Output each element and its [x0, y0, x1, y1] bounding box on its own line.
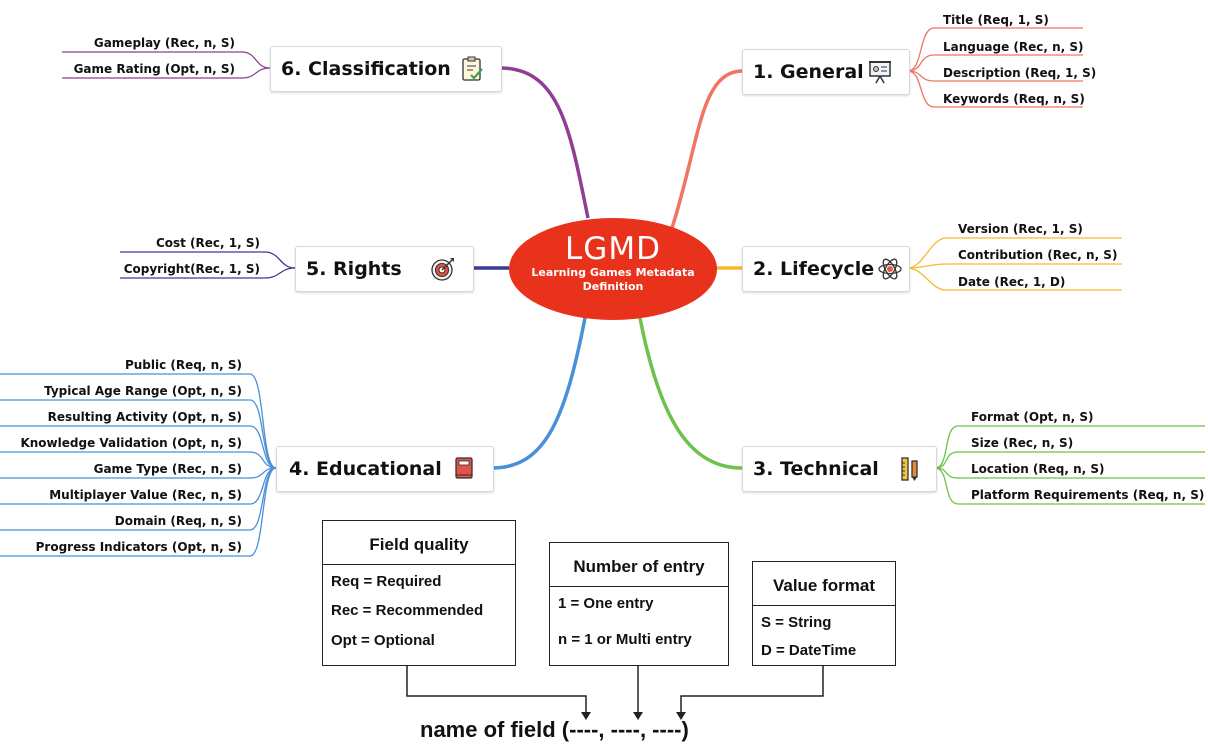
arrow-field-quality [406, 664, 587, 713]
legend-number-of-entry: Number of entry 1 = One entry n = 1 or M… [549, 542, 729, 666]
arrowhead-2 [676, 712, 686, 720]
branch-lifecycle-label: 2. Lifecycle [753, 258, 875, 280]
educational-connector-1 [0, 399, 277, 469]
general-connector-0 [907, 27, 1083, 72]
technical-connector-3 [934, 467, 1205, 505]
educational-connector-7 [0, 467, 277, 557]
leaf-technical-location: Location (Req, n, S) [971, 462, 1105, 476]
target-icon [431, 258, 454, 281]
educational-connector-2 [0, 425, 277, 469]
leaf-educational-resulting-activity: Resulting Activity (Opt, n, S) [47, 410, 242, 424]
trunk-classification [499, 66, 590, 219]
branch-classification: 6. Classification [270, 46, 502, 92]
trunk-technical [638, 317, 743, 470]
classification-connector-1 [62, 67, 271, 79]
branch-general-label: 1. General [753, 61, 864, 83]
educational-connector-0 [0, 373, 277, 469]
legend-item-datetime: D = DateTime [761, 642, 857, 659]
leaf-technical-size: Size (Rec, n, S) [971, 436, 1074, 450]
legend-item-rec: Rec = Recommended [331, 602, 484, 619]
legend-item-multi: n = 1 or Multi entry [558, 631, 692, 648]
leaf-general-title: Title (Req, 1, S) [943, 13, 1049, 27]
presentation-board-icon [869, 61, 891, 84]
lifecycle-connector-2 [907, 267, 1122, 291]
general-connector-3 [907, 70, 1083, 108]
leaf-general-language: Language (Rec, n, S) [943, 40, 1084, 54]
arrowhead-0 [581, 712, 591, 720]
classification-connector-0 [62, 51, 271, 69]
branch-educational-label: 4. Educational [289, 458, 442, 480]
leaf-rights-copyright: Copyright(Rec, 1, S) [123, 262, 260, 276]
branch-classification-label: 6. Classification [281, 58, 451, 80]
legend-number-of-entry-title: Number of entry [550, 543, 728, 587]
branch-lifecycle: 2. Lifecycle [742, 246, 910, 292]
leaf-lifecycle-date: Date (Rec, 1, D) [958, 275, 1066, 289]
branch-technical: 3. Technical [742, 446, 937, 492]
legend-item-one: 1 = One entry [558, 595, 654, 612]
atom-icon [878, 258, 902, 280]
field-format-formula: name of field (----, ----, ----) [420, 717, 689, 742]
trunk-educational [491, 317, 587, 470]
trunk-general [670, 69, 743, 229]
leaf-educational-domain: Domain (Req, n, S) [114, 514, 242, 528]
leaf-technical-format: Format (Opt, n, S) [971, 410, 1094, 424]
technical-connector-0 [934, 425, 1205, 469]
leaf-lifecycle-version: Version (Rec, 1, S) [958, 222, 1083, 236]
leaf-classification-game-rating: Game Rating (Opt, n, S) [73, 62, 235, 76]
rights-connector-1 [120, 267, 296, 279]
leaf-educational-progress: Progress Indicators (Opt, n, S) [35, 540, 242, 554]
legend-value-format: Value format S = String D = DateTime [752, 561, 896, 666]
center-title: LGMD [565, 231, 661, 267]
leaf-classification-gameplay: Gameplay (Rec, n, S) [93, 36, 235, 50]
arrow-value-format [680, 664, 824, 713]
checklist-icon [462, 56, 483, 81]
center-subtitle-line1: Learning Games Metadata [531, 266, 695, 279]
legend-field-quality: Field quality Req = Required Rec = Recom… [322, 520, 516, 666]
center-node: LGMD Learning Games Metadata Definition [509, 218, 717, 320]
legend-field-quality-title: Field quality [323, 521, 515, 565]
leaf-general-keywords: Keywords (Req, n, S) [943, 92, 1085, 106]
leaf-educational-knowledge-validation: Knowledge Validation (Opt, n, S) [20, 436, 242, 450]
leaf-general-description: Description (Req, 1, S) [943, 66, 1097, 80]
branch-technical-label: 3. Technical [753, 458, 879, 480]
leaf-technical-platform: Platform Requirements (Req, n, S) [971, 488, 1205, 502]
educational-connector-3 [0, 451, 277, 469]
branch-educational: 4. Educational [276, 446, 494, 492]
arrowhead-1 [633, 712, 643, 720]
center-subtitle-line2: Definition [582, 280, 644, 293]
technical-connector-1 [934, 451, 1205, 469]
educational-connector-5 [0, 467, 277, 505]
general-connector-1 [907, 54, 1083, 72]
leaf-educational-public: Public (Req, n, S) [124, 358, 242, 372]
leaf-educational-age-range: Typical Age Range (Opt, n, S) [44, 384, 242, 398]
lifecycle-connector-1 [907, 263, 1122, 269]
leaf-educational-game-type: Game Type (Rec, n, S) [93, 462, 242, 476]
leaf-educational-multiplayer: Multiplayer Value (Rec, n, S) [49, 488, 242, 502]
ruler-pencil-icon [901, 457, 918, 481]
legend-item-string: S = String [761, 614, 832, 631]
legend-value-format-title: Value format [753, 562, 895, 606]
book-icon [455, 457, 473, 479]
leaf-lifecycle-contribution: Contribution (Rec, n, S) [958, 248, 1118, 262]
branch-rights: 5. Rights [295, 246, 474, 292]
branch-general: 1. General [742, 49, 910, 95]
leaf-rights-cost: Cost (Rec, 1, S) [155, 236, 260, 250]
legend-item-req: Req = Required [331, 573, 442, 590]
branch-rights-label: 5. Rights [306, 258, 402, 280]
lifecycle-connector-0 [907, 237, 1122, 269]
legend-item-opt: Opt = Optional [331, 632, 435, 649]
rights-connector-0 [120, 251, 296, 269]
